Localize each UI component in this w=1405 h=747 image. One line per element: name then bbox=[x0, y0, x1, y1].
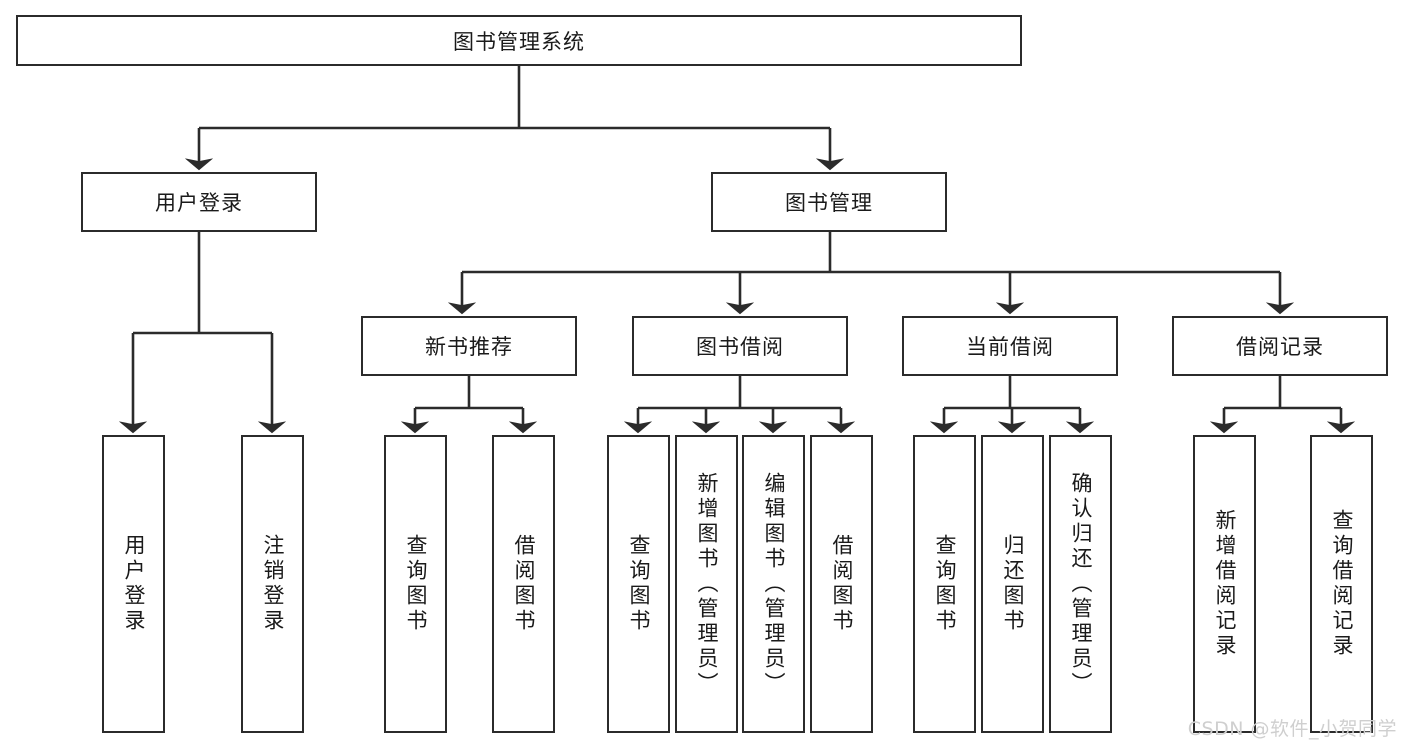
node-user-login[interactable]: 用户登录 bbox=[81, 172, 317, 232]
node-leaf-query-record[interactable]: 查询借阅记录 bbox=[1310, 435, 1373, 733]
node-label: 新书推荐 bbox=[425, 335, 513, 359]
node-label: 编辑图书（管理员） bbox=[762, 471, 786, 697]
node-label: 新增图书（管理员） bbox=[695, 471, 719, 697]
node-leaf-edit-book[interactable]: 编辑图书（管理员） bbox=[742, 435, 805, 733]
node-leaf-user-login[interactable]: 用户登录 bbox=[102, 435, 165, 733]
node-leaf-query-book-2[interactable]: 查询图书 bbox=[607, 435, 670, 733]
node-label: 图书借阅 bbox=[696, 335, 784, 359]
node-label: 用户登录 bbox=[122, 534, 146, 634]
node-label: 借阅图书 bbox=[512, 534, 536, 634]
node-book-borrow[interactable]: 图书借阅 bbox=[632, 316, 848, 376]
node-label: 借阅记录 bbox=[1236, 335, 1324, 359]
node-label: 当前借阅 bbox=[966, 335, 1054, 359]
node-borrow-record[interactable]: 借阅记录 bbox=[1172, 316, 1388, 376]
node-label: 确认归还（管理员） bbox=[1069, 471, 1093, 697]
watermark: CSDN @软件_小贺同学 bbox=[1187, 718, 1397, 740]
node-book-manage[interactable]: 图书管理 bbox=[711, 172, 947, 232]
node-label: 借阅图书 bbox=[830, 534, 854, 634]
node-leaf-borrow-book-2[interactable]: 借阅图书 bbox=[810, 435, 873, 733]
node-label: 新增借阅记录 bbox=[1213, 509, 1237, 659]
node-root-system[interactable]: 图书管理系统 bbox=[16, 15, 1022, 66]
node-label: 查询图书 bbox=[627, 534, 651, 634]
node-label: 图书管理 bbox=[785, 191, 873, 215]
node-current-borrow[interactable]: 当前借阅 bbox=[902, 316, 1118, 376]
node-label: 归还图书 bbox=[1001, 534, 1025, 634]
node-leaf-add-book[interactable]: 新增图书（管理员） bbox=[675, 435, 738, 733]
node-leaf-query-book-3[interactable]: 查询图书 bbox=[913, 435, 976, 733]
node-label: 用户登录 bbox=[155, 191, 243, 215]
node-label: 注销登录 bbox=[261, 534, 285, 634]
node-leaf-return-book[interactable]: 归还图书 bbox=[981, 435, 1044, 733]
node-label: 查询借阅记录 bbox=[1330, 509, 1354, 659]
node-label: 图书管理系统 bbox=[453, 29, 585, 54]
node-label: 查询图书 bbox=[933, 534, 957, 634]
node-leaf-logout[interactable]: 注销登录 bbox=[241, 435, 304, 733]
node-new-book-recommend[interactable]: 新书推荐 bbox=[361, 316, 577, 376]
node-leaf-confirm-return[interactable]: 确认归还（管理员） bbox=[1049, 435, 1112, 733]
node-leaf-add-record[interactable]: 新增借阅记录 bbox=[1193, 435, 1256, 733]
node-label: 查询图书 bbox=[404, 534, 428, 634]
node-leaf-borrow-book-1[interactable]: 借阅图书 bbox=[492, 435, 555, 733]
node-leaf-query-book-1[interactable]: 查询图书 bbox=[384, 435, 447, 733]
